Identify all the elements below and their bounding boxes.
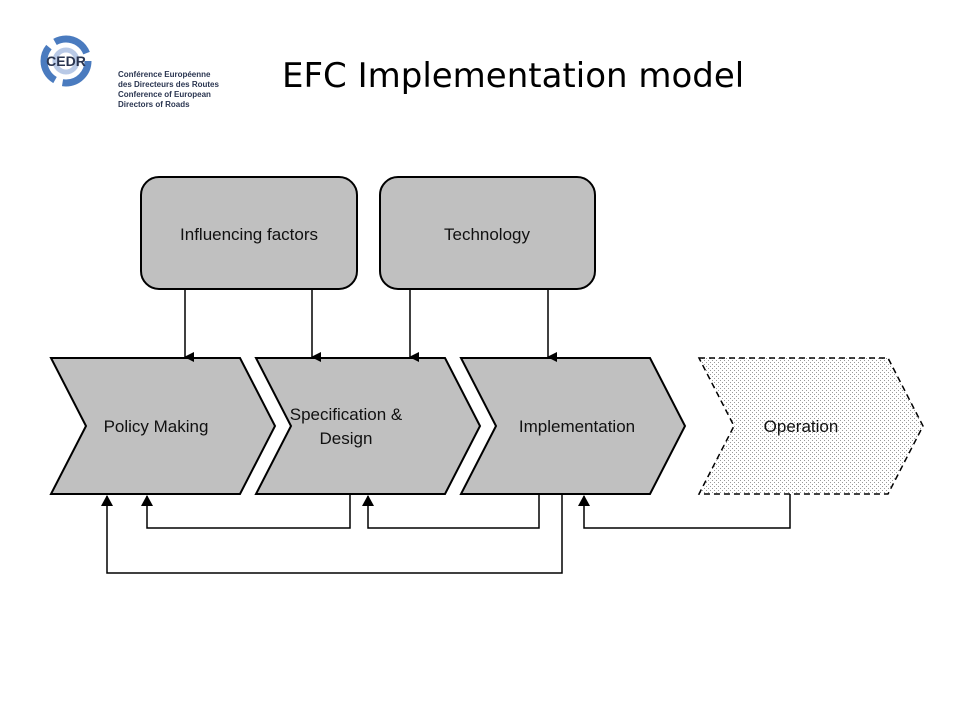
logo-line-1: Conférence Européenne [118,70,211,79]
page-title: EFC Implementation model [282,56,745,96]
feedback-spec-to-policy [146,494,351,529]
arrowhead-impl [578,495,590,506]
input-box-influencing: Influencing factors [140,176,358,290]
stage-label-implementation: Implementation [519,417,635,436]
feedback-arrowheads [101,495,590,506]
input-label-influencing: Influencing factors [180,225,318,244]
feedback-impl-to-policy [106,494,563,574]
stage-label-spec-line2: Design [320,429,373,448]
logo-line-4: Directors of Roads [118,100,190,109]
feedback-arrows [106,494,791,574]
feedback-impl-to-spec [367,494,540,529]
stage-specification-design: Specification & Design [254,357,482,495]
stage-label-operation: Operation [764,417,839,436]
stage-label-spec-line1: Specification & [290,405,403,424]
input-box-technology: Technology [379,176,596,290]
stage-label-policy: Policy Making [104,417,209,436]
stage-operation: Operation [697,357,924,495]
arrowhead-policy-outer [101,495,113,506]
arrowhead-spec [362,495,374,506]
arrowhead-policy-inner [141,495,153,506]
stage-implementation: Implementation [459,357,687,495]
input-arrows [184,289,557,362]
feedback-operation-to-impl [583,494,791,529]
cedr-logo-mark: CEDR [40,35,92,87]
cedr-logo: CEDR Conférence Européenne des Directeur… [38,30,238,114]
logo-mark-text: CEDR [46,53,86,69]
logo-line-2: des Directeurs des Routes [118,80,219,89]
input-label-technology: Technology [444,225,531,244]
stage-policy-making: Policy Making [49,357,277,495]
logo-line-3: Conference of European [118,90,211,99]
